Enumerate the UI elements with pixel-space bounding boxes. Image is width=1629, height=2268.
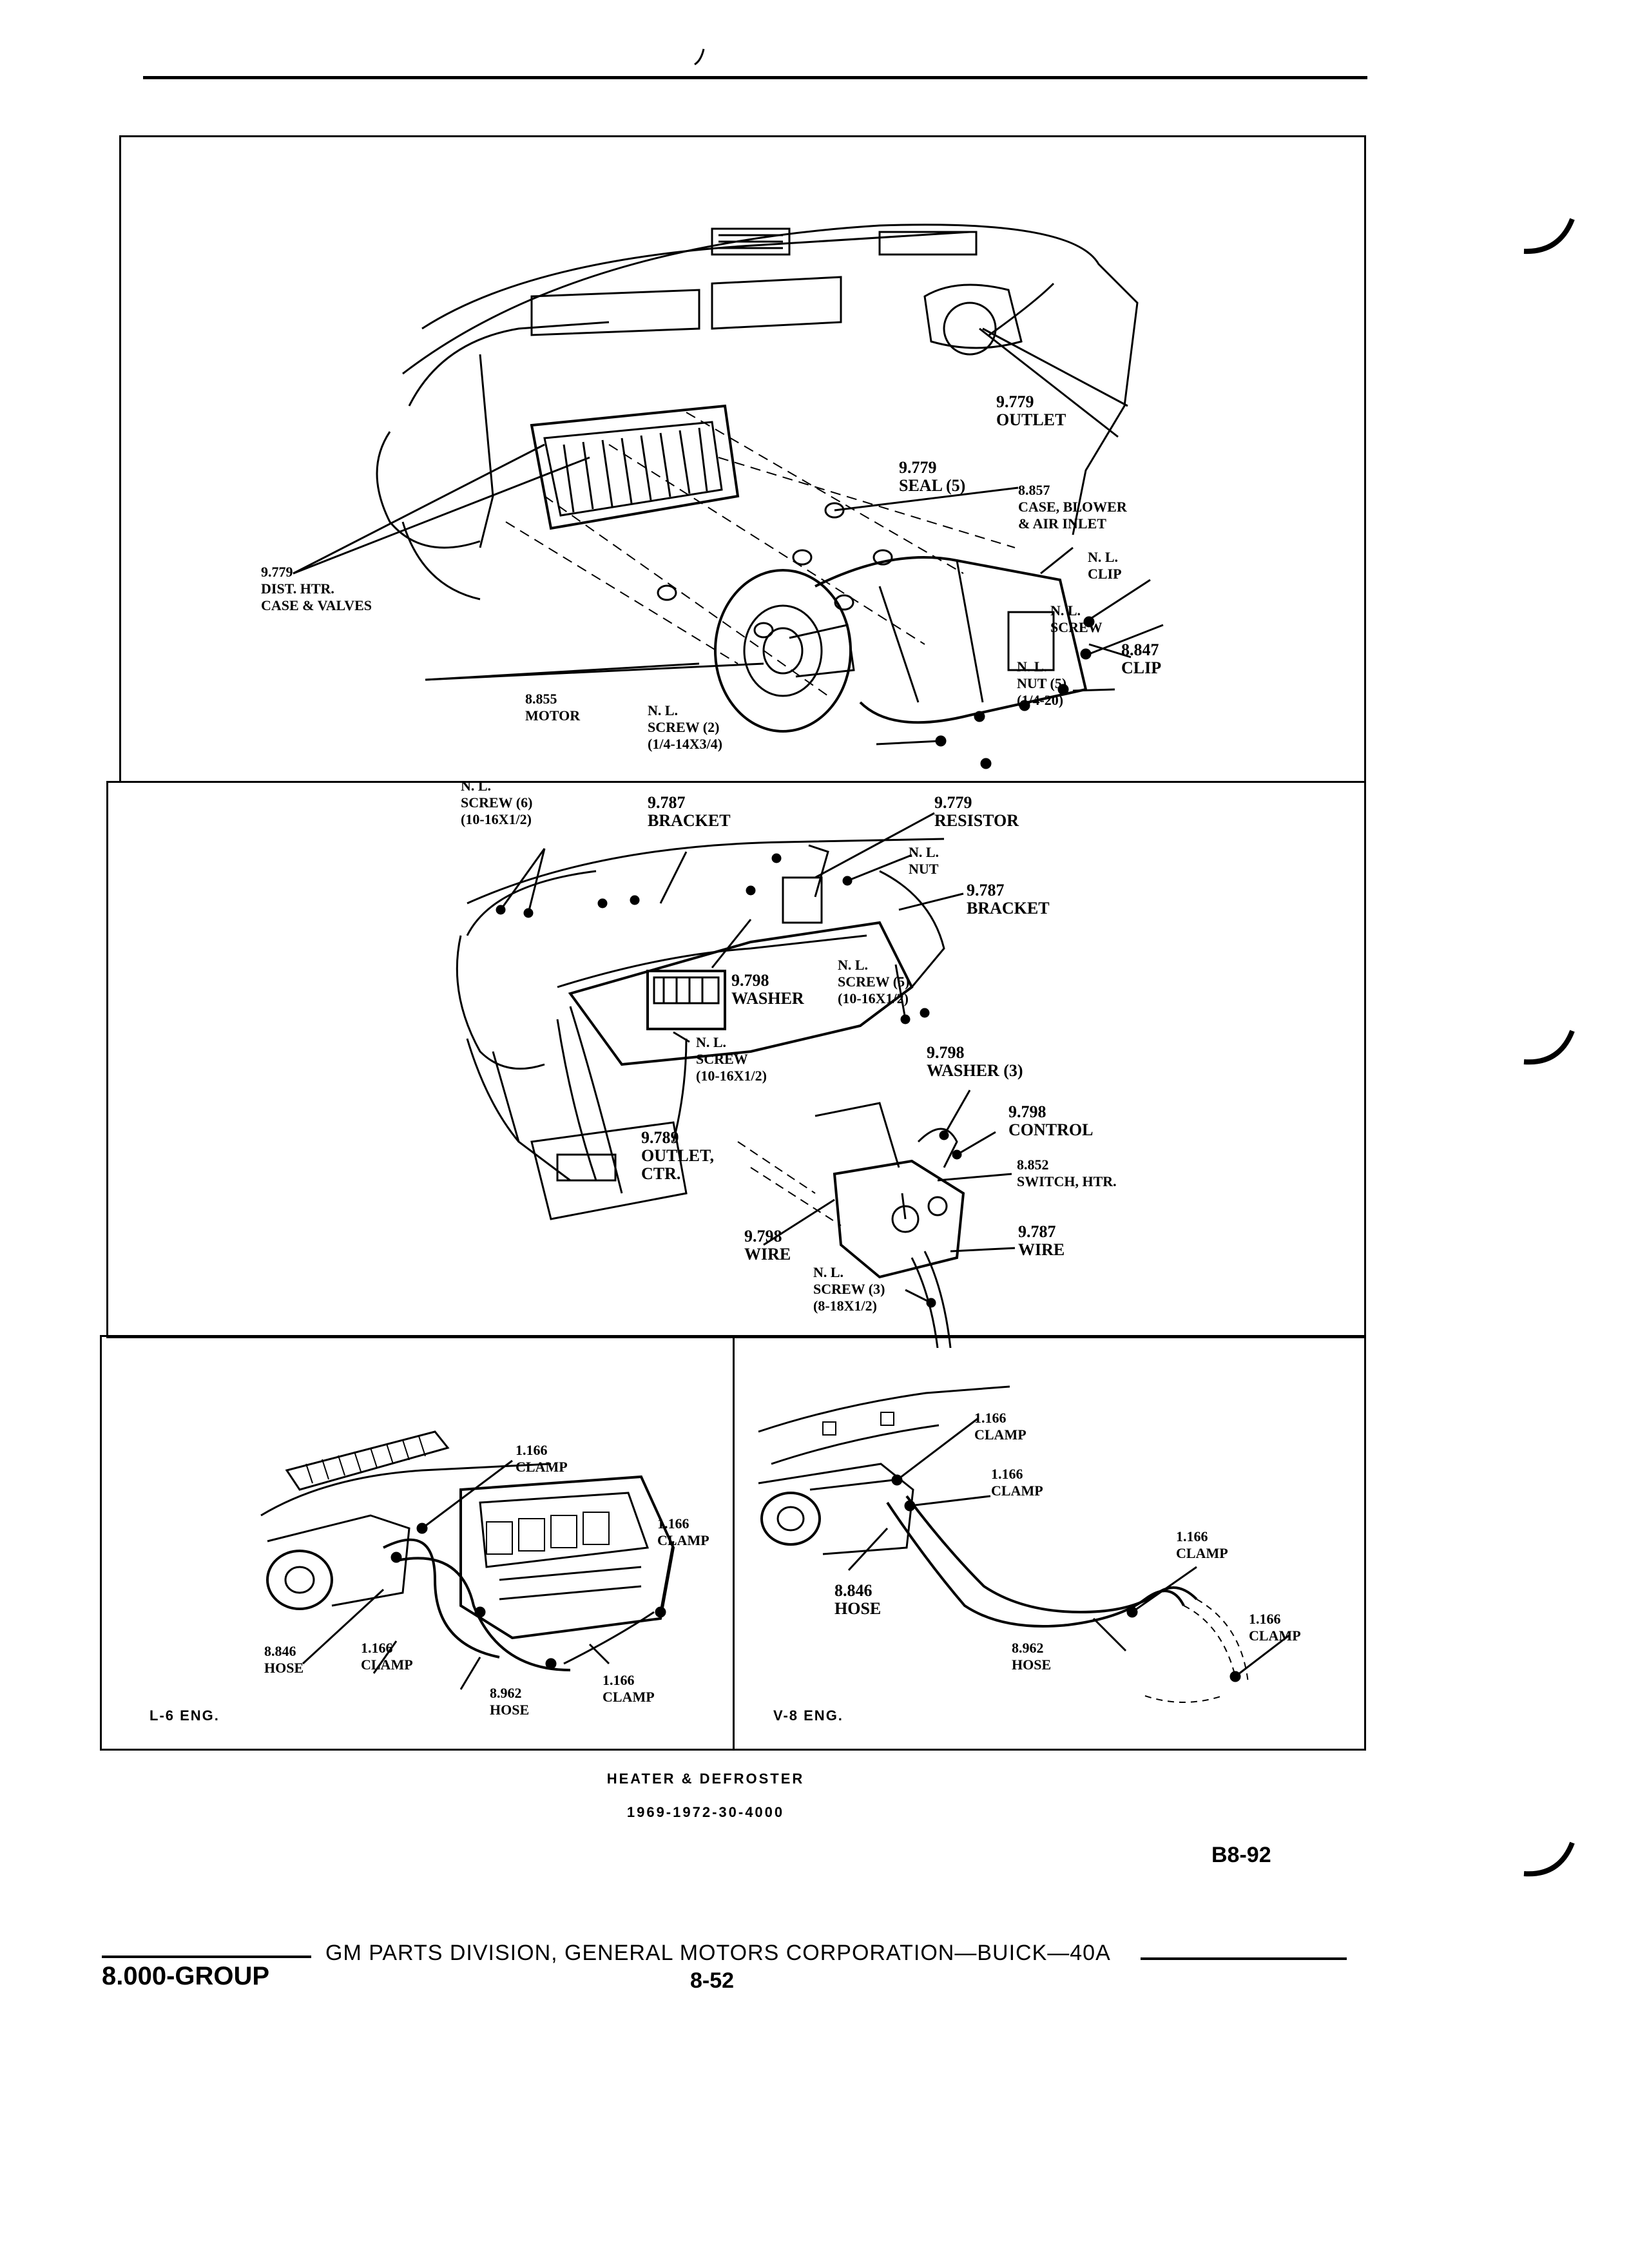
label-resistor: 9.779 RESISTOR [934, 793, 1019, 830]
label-nl-screw-mid: N. L. SCREW (10-16x1/2) [696, 1034, 767, 1084]
label-l6-clamp-br: 1.166 CLAMP [602, 1672, 655, 1705]
figure-code: 1969-1972-30-4000 [626, 1804, 785, 1820]
hose-8846-v8 [886, 1501, 1185, 1628]
label-nl-screw3: N. L. SCREW (3) (8-18x1/2) [813, 1264, 885, 1314]
heater-core-left [266, 1550, 333, 1610]
binder-mark-2 [1523, 1030, 1575, 1065]
label-switch: 8.852 SWITCH, HTR. [1017, 1157, 1117, 1189]
control-assembly [833, 1159, 965, 1279]
hose-8962-v8 [905, 1495, 1198, 1614]
label-outlet-ctr: 9.789 OUTLET, CTR. [641, 1128, 714, 1183]
label-l6-engine: L-6 ENG. [149, 1707, 220, 1724]
label-case-blower: 8.857 CASE, BLOWER & AIR INLET [1018, 482, 1127, 532]
label-v8-clamp-far: 1.166 CLAMP [1249, 1611, 1301, 1644]
figure-title: HEATER & DEFROSTER [606, 1771, 805, 1787]
binder-mark-3 [1523, 1841, 1575, 1877]
label-l6-clamp-right: 1.166 CLAMP [657, 1515, 709, 1548]
panel-v8-engine [733, 1335, 1366, 1751]
heater-core-v8 [760, 1492, 821, 1546]
dist-htr-case [530, 404, 740, 530]
footer-page-number: 8-52 [689, 1968, 735, 1993]
control-head [646, 970, 726, 1030]
label-nl-clip: N. L. CLIP [1088, 549, 1122, 582]
label-control: 9.798 CONTROL [1008, 1102, 1094, 1139]
label-nl-screw5: N. L. SCREW (5) (10-16x1/2) [838, 957, 910, 1006]
hose-8846-l6 [383, 1538, 500, 1658]
footer-group: 8.000-GROUP [102, 1962, 270, 1990]
label-nl-nut: N. L. NUT (5) (1/4-20) [1017, 658, 1067, 708]
label-clip-8847: 8.847 CLIP [1121, 640, 1162, 677]
label-nl-screw2: N. L. SCREW (2) (1/4-14x3/4) [648, 702, 723, 752]
top-tick-mark [694, 48, 705, 66]
label-washer3: 9.798 WASHER (3) [927, 1043, 1023, 1080]
label-bracket-top: 9.787 BRACKET [648, 793, 731, 830]
label-outlet: 9.779 OUTLET [996, 392, 1066, 429]
label-nl-screw6: N. L. SCREW (6) (10-16x1/2) [461, 778, 533, 827]
v8-hose-drawing [758, 1385, 1291, 1703]
label-v8-clamp-2: 1.166 CLAMP [991, 1466, 1043, 1499]
label-v8-clamp-right: 1.166 CLAMP [1176, 1528, 1228, 1561]
label-v8-hose-8846: 8.846 HOSE [834, 1581, 882, 1618]
blower-motor [714, 569, 852, 733]
label-dist-htr: 9.779 DIST. HTR. CASE & VALVES [261, 564, 372, 613]
label-l6-clamp-top: 1.166 CLAMP [516, 1442, 568, 1475]
blower-case [815, 556, 1088, 724]
blower-assembly-drawing [293, 224, 1164, 769]
label-seal: 9.779 SEAL (5) [899, 458, 966, 495]
label-bracket-right: 9.787 BRACKET [967, 881, 1050, 918]
top-rule [143, 76, 1367, 79]
footer-rule-right [1141, 1957, 1347, 1960]
label-wire-right: 9.787 WIRE [1018, 1222, 1065, 1259]
hose-8962-l6 [396, 1557, 571, 1671]
footer-rule-left [102, 1956, 311, 1958]
label-l6-hose-8846: 8.846 HOSE [264, 1643, 304, 1676]
label-wire-left: 9.798 WIRE [744, 1227, 791, 1264]
controls-drawing [456, 812, 1016, 1349]
l6-hose-drawing [260, 1430, 675, 1690]
label-l6-hose-8962: 8.962 HOSE [490, 1685, 530, 1718]
footer-publisher: GM PARTS DIVISION, GENERAL MOTORS CORPOR… [325, 1941, 1111, 1965]
panel-controls [106, 781, 1366, 1338]
label-nl-screw: N. L. SCREW [1050, 602, 1103, 635]
page-code: B8-92 [1211, 1843, 1271, 1867]
label-v8-engine: V-8 ENG. [773, 1707, 843, 1724]
label-nl-nut-p2: N. L. NUT [909, 844, 940, 877]
label-motor: 8.855 MOTOR [525, 691, 581, 724]
engine-block [459, 1475, 675, 1640]
binder-mark-1 [1523, 218, 1575, 255]
label-l6-clamp-bl: 1.166 CLAMP [361, 1640, 413, 1673]
label-v8-clamp-top: 1.166 CLAMP [974, 1410, 1027, 1443]
label-washer: 9.798 WASHER [731, 971, 804, 1008]
heater-duct [568, 921, 914, 1066]
label-v8-hose-8962: 8.962 HOSE [1012, 1640, 1052, 1673]
